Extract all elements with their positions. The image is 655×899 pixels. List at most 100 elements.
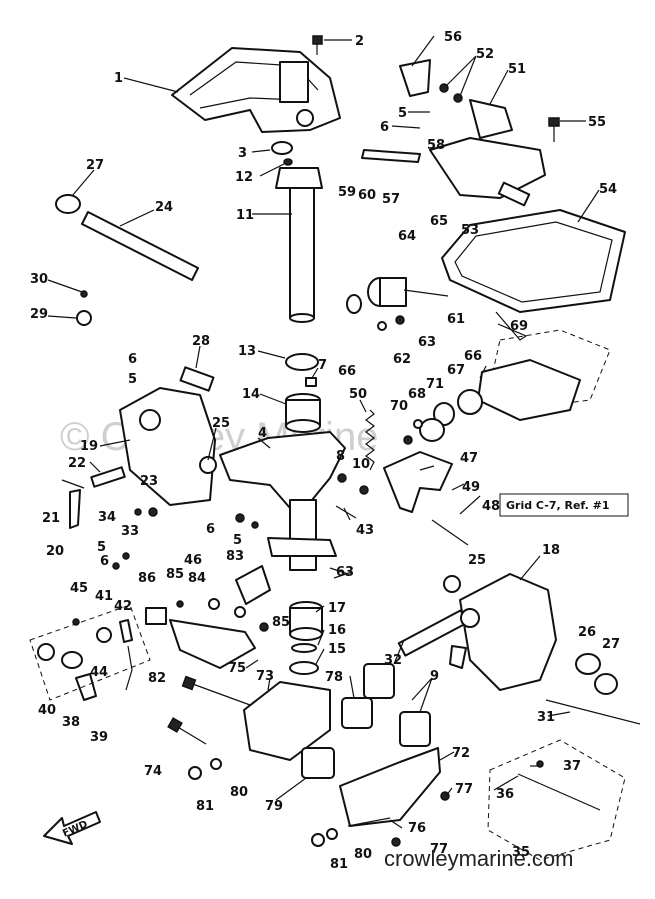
part-42 [119,619,133,643]
label-27b: 27 [602,637,620,652]
label-85a: 85 [166,567,184,582]
label-20: 20 [46,544,64,559]
label-72: 72 [452,746,470,761]
label-78: 78 [325,670,343,685]
label-32: 32 [384,653,402,668]
label-41: 41 [95,589,113,604]
label-40: 40 [38,703,56,718]
label-63: 63 [418,335,436,350]
part-mount-17 [289,601,323,641]
label-6a: 6 [128,352,137,367]
part-79 [301,747,335,779]
part-lever-47 [383,451,453,513]
label-5a: 5 [128,372,137,387]
label-67: 67 [447,363,465,378]
label-21: 21 [42,511,60,526]
part-screw-22 [90,466,126,488]
part-33 [148,507,158,517]
part-86 [145,607,167,625]
label-30: 30 [30,272,48,287]
label-18: 18 [542,543,560,558]
label-56: 56 [444,30,462,45]
label-57: 57 [382,192,400,207]
label-27: 27 [86,158,104,173]
part-swivel-bracket [219,431,346,571]
part-steering-bracket [171,47,341,133]
label-59: 59 [338,185,356,200]
part-bolt-55 [548,117,560,142]
label-83a: 83 [226,549,244,564]
label-14: 14 [242,387,260,402]
label-63b: 63 [336,565,354,580]
label-51: 51 [508,62,526,77]
label-66b: 66 [464,349,482,364]
part-pin-28 [179,366,215,392]
label-26: 26 [578,625,596,640]
part-80a [210,758,222,770]
label-37: 37 [563,759,581,774]
label-31: 31 [537,710,555,725]
label-9: 9 [430,669,439,684]
part-spring-50 [365,409,375,471]
part-71 [419,418,445,442]
label-48: 48 [482,499,500,514]
part-81b [311,833,325,847]
label-52: 52 [476,47,494,62]
label-24: 24 [155,200,173,215]
part-85b [259,622,269,632]
part-63b [333,571,353,579]
label-36: 36 [496,787,514,802]
label-2: 2 [355,34,364,49]
label-80b: 80 [354,847,372,862]
part-handle-20 [69,489,81,529]
part-68 [413,419,423,429]
part-41 [96,627,112,643]
fwd-arrow-icon: FWD [43,811,101,845]
part-44 [125,645,133,691]
label-7: 7 [318,358,327,373]
label-86: 86 [138,571,156,586]
part-bracket-56 [399,59,431,97]
label-61: 61 [447,312,465,327]
part-84a [208,598,220,610]
label-28: 28 [192,334,210,349]
part-10 [359,485,369,495]
part-80b [326,828,338,840]
part-labels: 1 2 3 12 11 27 24 30 29 28 6 5 13 7 19 2… [30,30,620,872]
label-39: 39 [90,730,108,745]
label-62: 62 [393,352,411,367]
label-58: 58 [427,138,445,153]
label-1: 1 [114,71,123,86]
part-clamp-bracket-right [459,573,557,691]
label-54: 54 [599,182,617,197]
label-42: 42 [114,599,132,614]
label-33: 33 [121,524,139,539]
label-8: 8 [336,449,345,464]
part-57 [361,149,421,163]
label-66a: 66 [338,364,356,379]
part-bolt-2 [312,35,323,55]
part-pad-78 [341,697,373,729]
part-bushing-14 [285,393,321,433]
label-5d: 5 [233,533,242,548]
label-15: 15 [328,642,346,657]
part-70 [403,435,413,445]
label-53: 53 [461,223,479,238]
grid-ref: Grid C-7, Ref. #1 [506,499,609,512]
part-5d [251,521,259,529]
label-6c: 6 [380,120,389,135]
part-26 [575,653,601,675]
label-12: 12 [235,170,253,185]
label-38: 38 [62,715,80,730]
label-22: 22 [68,456,86,471]
label-82: 82 [148,671,166,686]
part-clamp-bracket-left [119,387,217,506]
part-mount-bracket-53 [429,137,546,207]
label-71: 71 [426,377,444,392]
part-tilt-tube [55,194,199,281]
grid-ref-box [499,493,629,517]
part-pad-9b [399,711,431,747]
label-44: 44 [90,665,108,680]
label-49: 49 [462,480,480,495]
